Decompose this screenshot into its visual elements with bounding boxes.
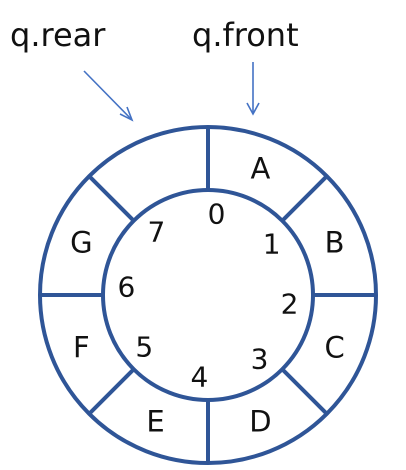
slot-element-b: B bbox=[325, 226, 345, 260]
slot-index-1: 1 bbox=[263, 227, 281, 260]
slot-index-4: 4 bbox=[190, 361, 208, 394]
slot-index-5: 5 bbox=[135, 331, 153, 364]
front-pointer-label: q.front bbox=[192, 16, 299, 54]
slot-element-e: E bbox=[146, 405, 164, 439]
slot-element-d: D bbox=[249, 405, 271, 439]
slot-element-f: F bbox=[73, 330, 90, 364]
rear-arrow bbox=[83, 70, 134, 122]
slot-divider bbox=[280, 174, 329, 223]
rear-pointer-label: q.rear bbox=[10, 16, 106, 54]
slot-divider bbox=[280, 367, 329, 416]
front-arrow bbox=[246, 62, 260, 116]
slot-divider bbox=[87, 174, 136, 223]
slot-index-2: 2 bbox=[281, 288, 299, 321]
slot-element-c: C bbox=[324, 330, 344, 364]
slot-index-7: 7 bbox=[147, 215, 165, 248]
slot-dividers bbox=[40, 127, 376, 463]
slot-index-0: 0 bbox=[208, 197, 226, 230]
slot-element-g: G bbox=[70, 226, 92, 260]
slot-element-a: A bbox=[250, 151, 270, 185]
slot-index-3: 3 bbox=[251, 343, 269, 376]
slot-divider bbox=[87, 367, 136, 416]
slot-index-6: 6 bbox=[117, 270, 135, 303]
